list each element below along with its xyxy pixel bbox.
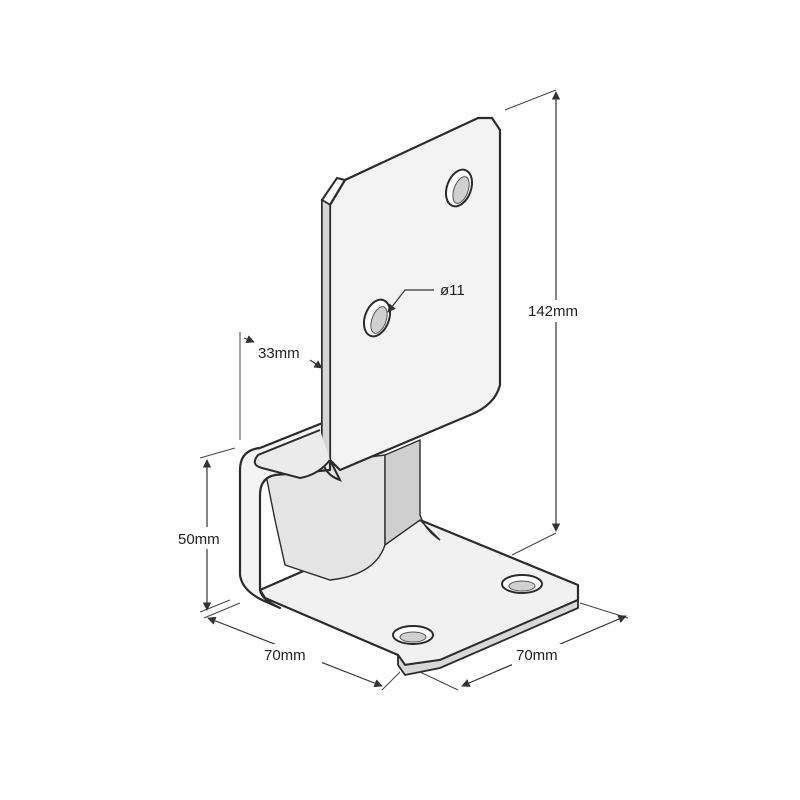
base-height-label: 50mm bbox=[178, 531, 220, 548]
hole-diameter-label: ø11 bbox=[440, 282, 465, 299]
base-hole-front-inner bbox=[399, 631, 427, 643]
dimension-base-width: 70mm bbox=[203, 602, 401, 691]
upright-plate-thickness bbox=[321, 198, 331, 461]
base-hole-back-inner bbox=[508, 580, 536, 592]
offset-label: 33mm bbox=[258, 345, 300, 362]
upright-plate bbox=[253, 116, 502, 482]
channel-back-wall bbox=[384, 438, 441, 547]
upright-hole-top-inner bbox=[452, 176, 470, 204]
dimension-base-depth: 70mm bbox=[419, 602, 629, 691]
dimension-height: 142mm bbox=[504, 89, 588, 556]
dimension-offset: 33mm bbox=[239, 332, 323, 440]
upright-hole-lower-inner bbox=[370, 306, 388, 334]
upright-plate-face bbox=[328, 116, 502, 472]
height-label: 142mm bbox=[528, 303, 578, 320]
dimension-hole-diameter: ø11 bbox=[387, 282, 465, 313]
base-width-label: 70mm bbox=[264, 647, 306, 664]
base-depth-label: 70mm bbox=[516, 647, 558, 664]
upright-bend bbox=[253, 429, 331, 480]
dimension-base-height: 50mm bbox=[176, 447, 236, 613]
